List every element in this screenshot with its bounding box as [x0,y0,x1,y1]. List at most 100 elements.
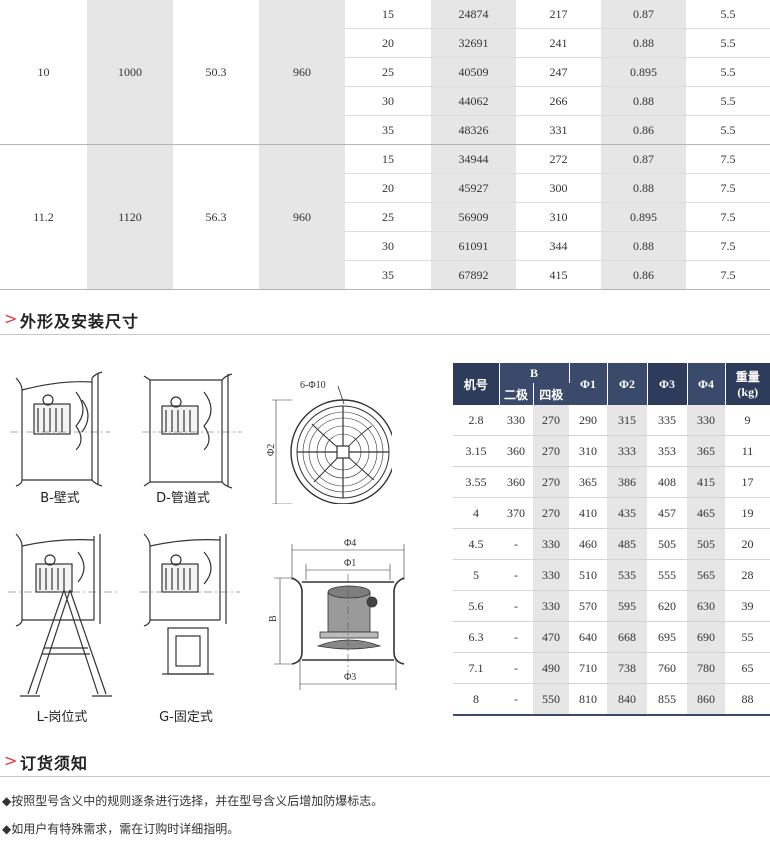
phi1-cell: 290 [569,405,608,436]
header-b-2pole: 二极 [499,383,534,405]
efficiency-cell: 0.88 [601,86,686,116]
model-cell: 3.15 [453,435,499,467]
efficiency-cell: 0.87 [601,0,686,29]
pressure-cell: 344 [516,231,601,261]
angle-cell: 35 [345,115,431,145]
b-2pole-cell: - [499,652,533,684]
power-cell: 7.5 [686,231,770,261]
weight-cell: 19 [725,497,770,529]
angle-cell: 15 [345,144,431,174]
weight-cell: 39 [725,590,770,622]
phi4-cell: 505 [687,528,726,560]
tip-speed-cell: 56.3 [173,144,259,290]
angle-cell: 25 [345,57,431,87]
airflow-cell: 48326 [431,115,516,145]
phi4-cell: 780 [687,652,726,684]
b-4pole-cell: 550 [533,683,570,716]
airflow-cell: 67892 [431,260,516,290]
phi3-cell: 505 [647,528,688,560]
power-cell: 5.5 [686,86,770,116]
efficiency-cell: 0.88 [601,173,686,203]
b-4pole-cell: 270 [533,497,570,529]
duct-type-label: D-管道式 [156,491,210,506]
airflow-cell: 32691 [431,28,516,58]
phi1-cell: 570 [569,590,608,622]
phi4-cell: 860 [687,683,726,716]
section-header-outline: > 外形及安装尺寸 [0,306,770,335]
tip-speed-cell: 50.3 [173,0,259,145]
b-4pole-cell: 270 [533,405,570,436]
angle-cell: 25 [345,202,431,232]
angle-cell: 30 [345,86,431,116]
angle-cell: 20 [345,173,431,203]
phi3-cell: 457 [647,497,688,529]
weight-cell: 28 [725,559,770,591]
phi2-cell: 386 [607,466,648,498]
b-2pole-cell: 360 [499,435,533,467]
model-cell: 6.3 [453,621,499,653]
model-cell: 3.55 [453,466,499,498]
b-2pole-cell: - [499,683,533,716]
angle-cell: 15 [345,0,431,29]
power-cell: 7.5 [686,173,770,203]
phi1-cell: 365 [569,466,608,498]
fan-number-cell: 11.2 [0,144,87,290]
header-phi1: Φ1 [569,363,608,405]
phi2-cell: 485 [607,528,648,560]
phi1-label: Φ1 [344,558,356,569]
model-cell: 8 [453,683,499,716]
phi3-cell: 855 [647,683,688,716]
b-2pole-cell: 330 [499,405,533,436]
efficiency-cell: 0.86 [601,115,686,145]
fan-number-cell: 10 [0,0,87,145]
section-title: 订货须知 [20,754,89,773]
wall-type-label: B-壁式 [40,491,80,506]
order-note-2: ◆如用户有特殊需求，需在订购时详细指明。 [2,822,240,836]
phi4-cell: 565 [687,559,726,591]
power-cell: 7.5 [686,202,770,232]
airflow-cell: 24874 [431,0,516,29]
power-cell: 5.5 [686,115,770,145]
pressure-cell: 331 [516,115,601,145]
phi3-cell: 695 [647,621,688,653]
front-dia-label: Φ2 [266,444,277,456]
phi2-cell: 435 [607,497,648,529]
phi2-cell: 333 [607,435,648,467]
model-cell: 5 [453,559,499,591]
fixed-type-drawing [140,533,240,675]
pressure-cell: 272 [516,144,601,174]
airflow-cell: 44062 [431,86,516,116]
phi3-cell: 620 [647,590,688,622]
power-cell: 5.5 [686,0,770,29]
airflow-cell: 34944 [431,144,516,174]
phi3-label: Φ3 [344,672,356,683]
efficiency-cell: 0.88 [601,28,686,58]
airflow-cell: 56909 [431,202,516,232]
pressure-cell: 300 [516,173,601,203]
b-2pole-cell: - [499,621,533,653]
header-weight-unit: (kg) [737,385,759,399]
fixed-type-label: G-固定式 [159,710,213,725]
phi4-cell: 690 [687,621,726,653]
model-cell: 4.5 [453,528,499,560]
header-weight: 重量 (kg) [725,363,770,405]
model-cell: 7.1 [453,652,499,684]
phi1-cell: 510 [569,559,608,591]
phi1-cell: 460 [569,528,608,560]
header-model: 机号 [453,363,500,405]
phi4-cell: 465 [687,497,726,529]
phi2-cell: 738 [607,652,648,684]
power-cell: 7.5 [686,260,770,290]
header-phi3: Φ3 [647,363,688,405]
model-cell: 4 [453,497,499,529]
